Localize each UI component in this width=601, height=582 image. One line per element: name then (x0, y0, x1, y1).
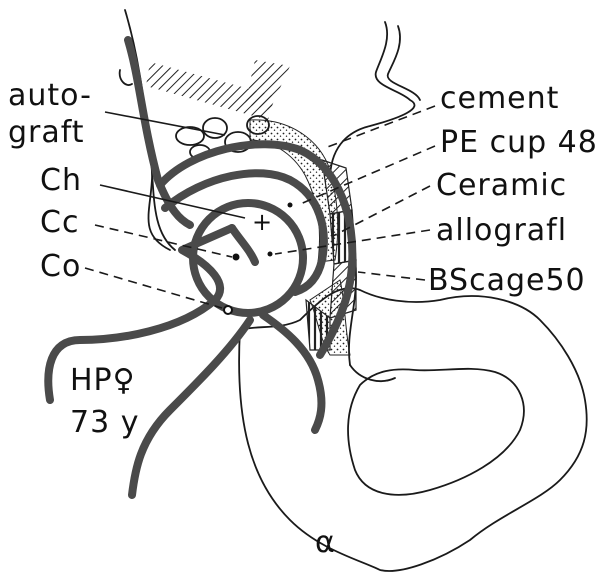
iliac-hatch (146, 60, 290, 120)
label-ceramic: Ceramic (436, 168, 567, 203)
label-bs-cage: BScage50 (428, 263, 586, 298)
label-autograft-1: auto- (8, 78, 92, 113)
label-cement: cement (440, 81, 559, 116)
label-cc: Cc (40, 205, 79, 240)
ch-cross-icon: + (252, 208, 272, 236)
label-patient-age: 73 y (70, 405, 139, 440)
label-pe-cup: PE cup 48 (440, 125, 598, 160)
label-alpha: α (315, 525, 336, 560)
center-dot-icon (268, 252, 273, 257)
cup-dot-icon (288, 203, 293, 208)
label-ch: Ch (40, 163, 82, 198)
label-co: Co (40, 249, 81, 284)
cc-dot-icon (233, 254, 240, 261)
label-autograft-2: graft (8, 115, 85, 150)
femoral-head (193, 203, 303, 313)
label-patient-sex: HP♀ (70, 363, 136, 398)
co-ring-icon (224, 306, 232, 314)
label-allograft: allografl (436, 213, 567, 248)
ischium-outline (239, 288, 587, 571)
